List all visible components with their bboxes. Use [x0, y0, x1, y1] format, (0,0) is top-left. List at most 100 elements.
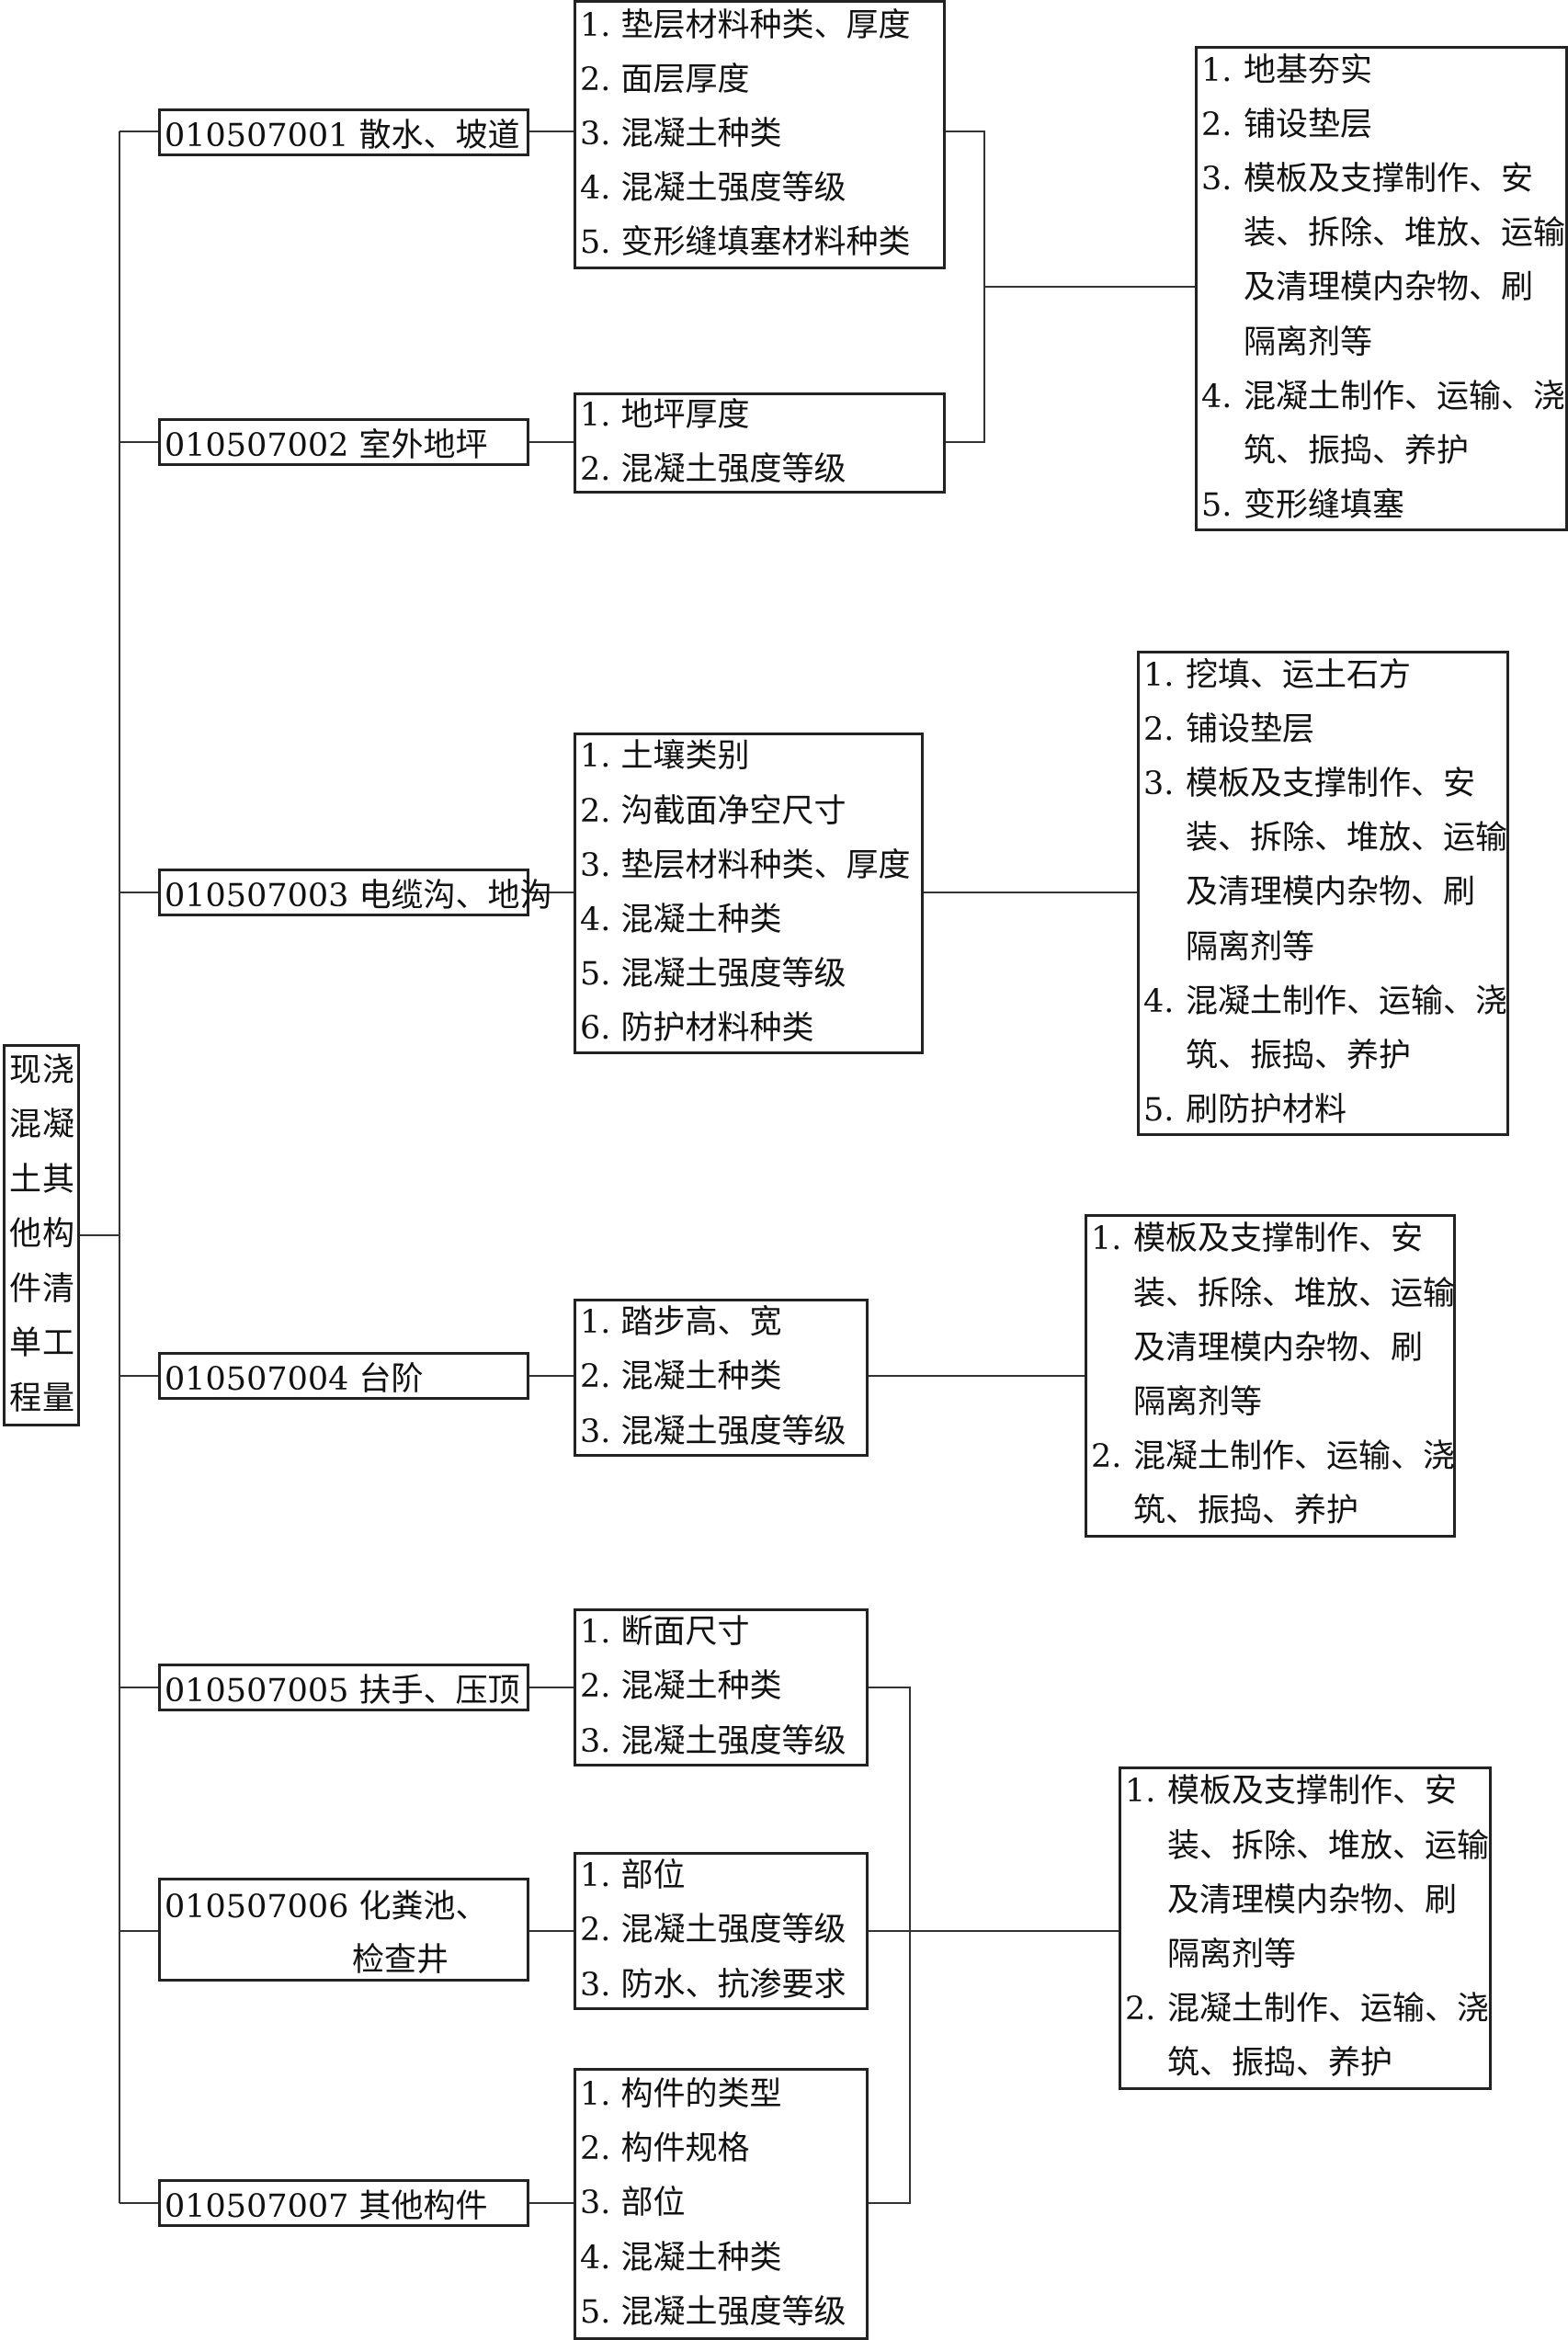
feature-item: 2. 混凝土种类	[580, 1358, 782, 1396]
feature-item: 2. 构件规格	[580, 2130, 750, 2168]
work-box: 1.模板及支撑制作、安 装、拆除、堆放、运输 及清理模内杂物、刷 隔离剂等 2.…	[1119, 1766, 1492, 2090]
work-item: 隔离剂等	[1143, 921, 1503, 975]
work-item: 2.混凝土制作、运输、浇	[1091, 1430, 1455, 1484]
work-text: 及清理模内杂物、刷	[1133, 1329, 1424, 1367]
connector-group-1	[946, 131, 985, 443]
item-code-box: 010507006 化粪池、 检查井	[158, 1878, 529, 1982]
work-text: 筑、振捣、养护	[1244, 433, 1470, 471]
item-code-box: 010507005 扶手、压顶	[158, 1664, 529, 1711]
feature-item: 4. 混凝土强度等级	[580, 170, 846, 208]
feature-box: 1. 构件的类型 2. 构件规格 3. 部位 4. 混凝土种类 5. 混凝土强度…	[574, 2068, 869, 2340]
work-num: 1.	[1201, 51, 1233, 89]
item-code-box: 010507002 室外地坪	[158, 418, 529, 466]
root-line: 他构	[9, 1216, 76, 1254]
item-code: 010507004 台阶	[165, 1360, 424, 1398]
feature-item: 1. 踏步高、宽	[580, 1304, 782, 1342]
feature-item: 3. 混凝土强度等级	[580, 1413, 846, 1450]
work-item: 4.混凝土制作、运输、浇	[1201, 370, 1565, 425]
work-item: 1. 地基夯实	[1201, 44, 1562, 98]
item-code: 010507007 其他构件	[165, 2187, 488, 2225]
feature-box: 1. 踏步高、宽 2. 混凝土种类 3. 混凝土强度等级	[574, 1299, 869, 1457]
item-code: 010507003 电缆沟、地沟	[165, 877, 552, 914]
work-item: 隔离剂等	[1201, 316, 1562, 370]
work-item: 隔离剂等	[1125, 1928, 1485, 1982]
work-item: 2.混凝土制作、运输、浇	[1125, 1982, 1489, 2037]
work-num: 1.	[1143, 656, 1175, 694]
work-text: 隔离剂等	[1167, 1937, 1297, 1973]
feature-box: 1. 垫层材料种类、厚度 2. 面层厚度 3. 混凝土种类 4. 混凝土强度等级…	[574, 0, 946, 269]
feature-item: 3. 防水、抗渗要求	[580, 1966, 846, 2004]
work-item: 装、拆除、堆放、运输	[1143, 812, 1507, 866]
work-text: 装、拆除、堆放、运输	[1167, 1827, 1490, 1865]
feature-item: 6. 防护材料种类	[580, 1010, 814, 1048]
work-text: 装、拆除、堆放、运输	[1133, 1275, 1456, 1312]
item-code-box: 010507007 其他构件	[158, 2179, 529, 2227]
root-line: 土其	[9, 1161, 76, 1198]
feature-item: 5. 混凝土强度等级	[580, 956, 846, 994]
root-box: 现浇 混凝 土其 他构 件清 单工 程量	[3, 1044, 80, 1426]
work-item: 5.变形缝填塞	[1201, 479, 1562, 533]
feature-item: 3. 混凝土种类	[580, 115, 782, 153]
work-text: 及清理模内杂物、刷	[1186, 874, 1476, 912]
root-line: 混凝	[9, 1107, 76, 1144]
feature-item: 3. 部位	[580, 2185, 686, 2222]
feature-item: 1. 构件的类型	[580, 2076, 782, 2113]
item-code-box: 010507004 台阶	[158, 1352, 529, 1400]
work-item: 隔离剂等	[1091, 1376, 1449, 1430]
work-text: 地基夯实	[1244, 51, 1373, 89]
feature-item: 3. 混凝土强度等级	[580, 1722, 846, 1760]
work-text: 装、拆除、堆放、运输	[1186, 820, 1508, 858]
work-text: 铺设垫层	[1244, 106, 1373, 143]
work-text: 模板及支撑制作、安	[1186, 766, 1476, 802]
work-text: 筑、振捣、养护	[1186, 1038, 1412, 1075]
work-item: 装、拆除、堆放、运输	[1201, 207, 1565, 261]
feature-box: 1. 土壤类别 2. 沟截面净空尺寸 3. 垫层材料种类、厚度 4. 混凝土种类…	[574, 733, 924, 1054]
feature-item: 1. 土壤类别	[580, 738, 750, 776]
work-text: 刷防护材料	[1186, 1092, 1347, 1130]
item-code: 010507005 扶手、压顶	[165, 1672, 520, 1710]
feature-item: 1. 部位	[580, 1857, 686, 1895]
connector-group-4	[869, 1687, 911, 2204]
work-item: 及清理模内杂物、刷	[1201, 261, 1562, 315]
work-text: 模板及支撑制作、安	[1133, 1221, 1424, 1258]
work-item: 1.模板及支撑制作、安	[1125, 1765, 1485, 1819]
feature-item: 1. 断面尺寸	[580, 1614, 750, 1652]
root-line: 件清	[9, 1270, 76, 1308]
work-item: 装、拆除、堆放、运输	[1125, 1820, 1489, 1874]
work-item: 及清理模内杂物、刷	[1143, 866, 1503, 920]
work-text: 及清理模内杂物、刷	[1244, 269, 1534, 307]
work-num: 4.	[1143, 983, 1175, 1020]
work-item: 4.混凝土制作、运输、浇	[1143, 975, 1507, 1029]
work-item: 3. 模板及支撑制作、安	[1143, 757, 1503, 812]
work-text: 隔离剂等	[1186, 928, 1315, 966]
work-text: 隔离剂等	[1133, 1384, 1263, 1421]
root-line: 现浇	[9, 1051, 76, 1089]
feature-item: 3. 垫层材料种类、厚度	[580, 846, 911, 884]
work-text: 隔离剂等	[1244, 324, 1373, 361]
feature-item: 5. 混凝土强度等级	[580, 2293, 846, 2331]
work-box: 1.地基夯实 2.铺设垫层 3.模板及支撑制作、安 装、拆除、堆放、运输 及清理…	[1195, 46, 1568, 531]
feature-box: 1. 部位 2. 混凝土强度等级 3. 防水、抗渗要求	[574, 1852, 869, 2010]
work-num: 5.	[1201, 487, 1233, 525]
work-item: 装、拆除、堆放、运输	[1091, 1267, 1455, 1322]
item-code-line2: 检查井	[352, 1942, 449, 1979]
work-text: 铺设垫层	[1186, 710, 1315, 748]
work-num: 5.	[1143, 1092, 1175, 1130]
work-item: 筑、振捣、养护	[1201, 425, 1562, 479]
work-num: 1.	[1125, 1773, 1156, 1811]
work-text: 筑、振捣、养护	[1133, 1493, 1359, 1530]
work-num: 2.	[1143, 710, 1175, 748]
work-text: 挖填、运土石方	[1186, 656, 1412, 694]
work-num: 3.	[1143, 766, 1175, 802]
feature-item: 1. 垫层材料种类、厚度	[580, 6, 911, 44]
feature-item: 2. 混凝土强度等级	[580, 451, 846, 488]
item-code-box: 010507003 电缆沟、地沟	[158, 869, 552, 916]
work-item: 筑、振捣、养护	[1143, 1029, 1503, 1084]
work-num: 2.	[1125, 1991, 1156, 2028]
work-item: 2. 铺设垫层	[1143, 703, 1503, 757]
feature-item: 2. 混凝土种类	[580, 1668, 782, 1706]
work-num: 4.	[1201, 378, 1233, 415]
work-text: 模板及支撑制作、安	[1244, 161, 1534, 198]
